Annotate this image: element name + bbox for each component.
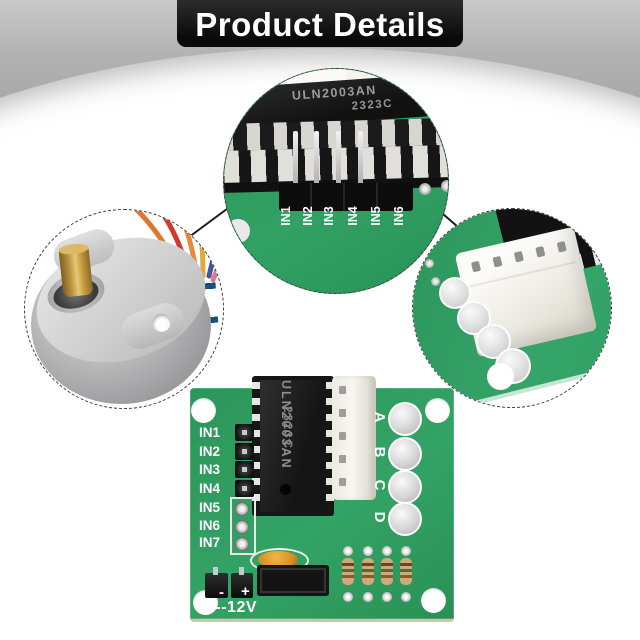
mounting-hole	[191, 398, 216, 423]
connector-pin-slot	[470, 260, 482, 273]
connector-pin	[339, 478, 346, 486]
power-pin-plus	[231, 567, 253, 598]
pin-label-in1: IN1	[279, 206, 293, 226]
through-hole	[235, 502, 249, 516]
socket-pins-right	[323, 382, 334, 510]
solder-pad	[425, 259, 434, 268]
stepper-motor-callout	[24, 209, 224, 409]
header-pin	[293, 131, 298, 189]
solder-pad	[441, 180, 448, 192]
mounting-hole	[487, 363, 514, 390]
led-label-c: C	[371, 479, 388, 491]
pin-label-in3: IN3	[322, 206, 336, 226]
header-pin	[336, 131, 341, 189]
solder-pad	[419, 183, 431, 195]
connector-pin-slot	[492, 255, 503, 268]
pin-label-in6: IN6	[392, 206, 406, 226]
solder-pad	[382, 592, 392, 602]
connector-closeup-callout	[412, 208, 612, 408]
input-label-in1: IN1	[199, 425, 221, 440]
header-pin	[235, 461, 254, 478]
connector-pin-slot	[535, 245, 546, 258]
polarity-plus: +	[241, 583, 250, 600]
connector-pin	[339, 432, 346, 440]
solder-pad	[382, 546, 392, 556]
jumper-block	[257, 565, 329, 596]
header-pin	[235, 480, 254, 497]
resistor	[342, 558, 354, 585]
voltage-label: 5--12V	[206, 599, 258, 616]
power-pin-minus	[205, 567, 228, 598]
title-banner: Product Details	[177, 0, 463, 47]
led-c	[388, 470, 422, 504]
through-hole	[235, 537, 249, 551]
connector-pin-slot	[513, 250, 524, 263]
connector-pin	[339, 386, 346, 394]
input-label-in6: IN6	[199, 518, 221, 533]
socket-pins-left	[252, 382, 263, 510]
solder-pad	[363, 546, 373, 556]
driver-board-photo: ULN2003AN 2323C IN1 IN2 IN3 IN4 IN5 IN6 …	[190, 376, 454, 622]
chip-closeup-callout: ULN2003AN 2323C IN1 IN2 IN3 IN4 IN5 IN6	[223, 68, 449, 294]
header-pin	[235, 424, 254, 441]
mounting-hole	[421, 588, 446, 613]
input-label-in3: IN3	[199, 462, 221, 477]
pin-header-block	[279, 183, 413, 211]
header-pin	[358, 131, 363, 189]
input-label-in7: IN7	[199, 535, 221, 550]
led-label-d: D	[371, 511, 388, 523]
led-label-a: A	[371, 411, 388, 423]
connector-seam	[468, 261, 576, 288]
silkscreen-box	[230, 497, 256, 555]
led-a	[388, 402, 422, 436]
solder-pad	[363, 592, 373, 602]
resistor	[381, 558, 393, 585]
led-label-b: B	[371, 446, 388, 458]
uln2003-chip: ULN2003AN 2323C	[260, 380, 326, 512]
chip-dimple	[402, 81, 417, 95]
mounting-hole	[425, 398, 450, 423]
input-label-in5: IN5	[199, 500, 221, 515]
resistor	[362, 558, 374, 585]
through-hole	[235, 520, 249, 534]
pin-label-in4: IN4	[346, 206, 360, 226]
connector-pin-slot	[556, 241, 567, 253]
solder-pad	[343, 592, 353, 602]
header-pin	[235, 443, 254, 460]
mounting-tab-hole	[149, 311, 173, 335]
page-title: Product Details	[195, 6, 445, 43]
input-label-in2: IN2	[199, 444, 221, 459]
header-pin	[314, 131, 319, 189]
resistor	[400, 558, 412, 585]
solder-pad	[431, 277, 440, 286]
connector-pin	[339, 409, 346, 417]
solder-pad	[401, 592, 411, 602]
capacitor	[258, 551, 298, 568]
chip-notch	[280, 484, 291, 495]
motor-shaft-brass	[58, 242, 94, 298]
pin-label-in5: IN5	[369, 206, 383, 226]
mounting-pad	[226, 219, 250, 243]
polarity-minus: -	[219, 584, 224, 601]
led-d	[388, 502, 422, 536]
input-label-in4: IN4	[199, 481, 221, 496]
solder-pad	[343, 546, 353, 556]
pin-label-in2: IN2	[301, 206, 315, 226]
jst-xh-connector	[332, 376, 376, 500]
connector-pin	[339, 455, 346, 463]
led-b	[388, 437, 422, 471]
solder-pad	[401, 546, 411, 556]
chip-marking-line2: 2323C	[281, 406, 293, 450]
